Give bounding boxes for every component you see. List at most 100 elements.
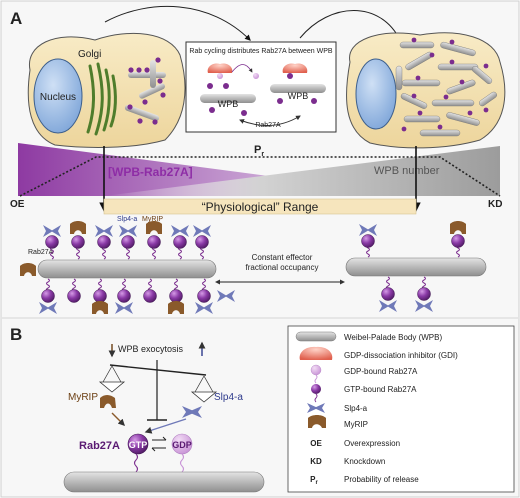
gtp-rab27a [147, 235, 161, 249]
flow-arrow-right [299, 10, 401, 42]
legend-label-kd: Knockdown [344, 457, 385, 466]
gtp-rab-circle [127, 433, 149, 455]
rab27a-label: Rab27A [28, 249, 54, 256]
gdi-shape [207, 63, 233, 73]
cell-right [346, 32, 506, 149]
wpb-icon [295, 331, 337, 342]
wpb-low-occupancy [345, 257, 487, 277]
gtp-rab27a [93, 289, 107, 303]
gtp-rab27a [117, 289, 131, 303]
myrip-effector [70, 221, 86, 234]
slp4a-effector [193, 225, 211, 237]
wpb-rab-label: [WPB-Rab27A] [108, 165, 193, 179]
slp4a-effector [217, 290, 235, 302]
gtp-rab-icon [311, 384, 321, 394]
gtp-rab27a [173, 235, 187, 249]
golgi-shape [86, 62, 117, 136]
myrip-effector [450, 221, 466, 234]
myrip-effector [92, 301, 108, 314]
gdi-icon [299, 346, 333, 360]
panel-b-label: B [10, 325, 22, 344]
nucleus-shape [33, 58, 83, 134]
gtp-rab27a [451, 234, 465, 248]
gtp-label: GTP [129, 440, 148, 450]
b-myrip-icon [100, 395, 116, 408]
exocytosis-header: WPB exocytosis [108, 341, 206, 358]
legend-label-wpb: Weibel-Palade Body (WPB) [344, 333, 442, 342]
legend-label-myrip: MyRIP [344, 420, 368, 429]
gtp-rab27a [67, 289, 81, 303]
slp4a-effector [359, 224, 377, 236]
inset-rab-label: Rab27A [255, 122, 281, 129]
gtp-rab27a [195, 235, 209, 249]
constant-label-1: Constant effector [252, 253, 313, 262]
legend-label-gdi: GDP-dissociation inhibitor (GDI) [344, 351, 458, 360]
wpb-high-occupancy [37, 259, 217, 279]
flow-arrow-left [104, 6, 251, 41]
slp4a-icon [307, 403, 325, 413]
slp4a-label: Slp4-a [117, 216, 137, 223]
gtp-rab27a [381, 287, 395, 301]
legend-key-oe: OE [310, 439, 322, 448]
physiological-range-label: “Physiological” Range [202, 200, 319, 214]
myrip-label: MyRIP [142, 216, 163, 223]
slp4a-effector [43, 225, 61, 237]
legend-label-slp4a: Slp4-a [344, 404, 368, 413]
slp4a-effector [39, 302, 57, 314]
b-myrip-label: MyRIP [68, 392, 98, 403]
gtp-rab27a [361, 234, 375, 248]
balance-scale [98, 360, 218, 421]
cell-left: Nucleus Golgi [27, 32, 186, 148]
kd-label: KD [488, 199, 502, 210]
exocytosis-label: WPB exocytosis [118, 344, 184, 354]
pr-curve [19, 156, 501, 197]
slp4a-effector [95, 225, 113, 237]
legend-label-gtp-rab: GTP-bound Rab27A [344, 385, 417, 394]
myrip-effector [20, 263, 36, 276]
gtp-rab27a [143, 289, 157, 303]
nucleus-label: Nucleus [40, 92, 76, 103]
gdp-label: GDP [172, 440, 192, 450]
constant-label-2: fractional occupancy [246, 263, 319, 272]
slp4a-effector [415, 300, 433, 312]
inset-wpb-left: WPB [218, 99, 239, 109]
slp4a-effector [171, 225, 189, 237]
b-wpb [63, 471, 265, 493]
slp4a-effector [379, 300, 397, 312]
b-slp4a-label: Slp4-a [214, 392, 243, 403]
myrip-bind-arrow [111, 412, 125, 426]
gtp-rab27a [41, 289, 55, 303]
myrip-icon [308, 415, 326, 428]
gtp-rab27a [197, 289, 211, 303]
concentration-gradient: Pr [WPB-Rab27A] WPB number OE KD [10, 143, 502, 212]
oe-label: OE [10, 199, 25, 210]
wpb-number-wedge [104, 146, 500, 196]
gtp-rab27a [71, 235, 85, 249]
inset-title: Rab cycling distributes Rab27A between W… [189, 48, 333, 55]
gtp-rab27a [45, 235, 59, 249]
wpb-group-left [124, 57, 166, 125]
gtp-rab27a [169, 289, 183, 303]
slp4a-bind-arrow [144, 418, 187, 434]
pr-label: Pr [254, 144, 264, 158]
gtp-rab27a [121, 235, 135, 249]
rab-cycling-inset: Rab cycling distributes Rab27A between W… [185, 41, 337, 133]
gtp-rab27a [417, 287, 431, 301]
myrip-effector [168, 301, 184, 314]
slp4a-effector [115, 302, 133, 314]
legend-label-oe: Overexpression [344, 439, 400, 448]
inset-wpb-right: WPB [288, 91, 309, 101]
legend-key-pr: Pr [310, 475, 318, 486]
legend-key-kd: KD [310, 457, 322, 466]
slp4a-effector [195, 302, 213, 314]
wpb-number-label: WPB number [374, 165, 440, 177]
legend-label-gdp-rab: GDP-bound Rab27A [344, 367, 418, 376]
myrip-effector [146, 221, 162, 234]
b-slp4a-icon [182, 406, 202, 418]
physiological-range-bar [103, 198, 417, 215]
effector-layer [20, 221, 466, 314]
slp4a-effector [119, 225, 137, 237]
gtp-rab27a [97, 235, 111, 249]
gdp-rab-icon [310, 364, 322, 376]
equilibrium-arrow [152, 439, 166, 449]
